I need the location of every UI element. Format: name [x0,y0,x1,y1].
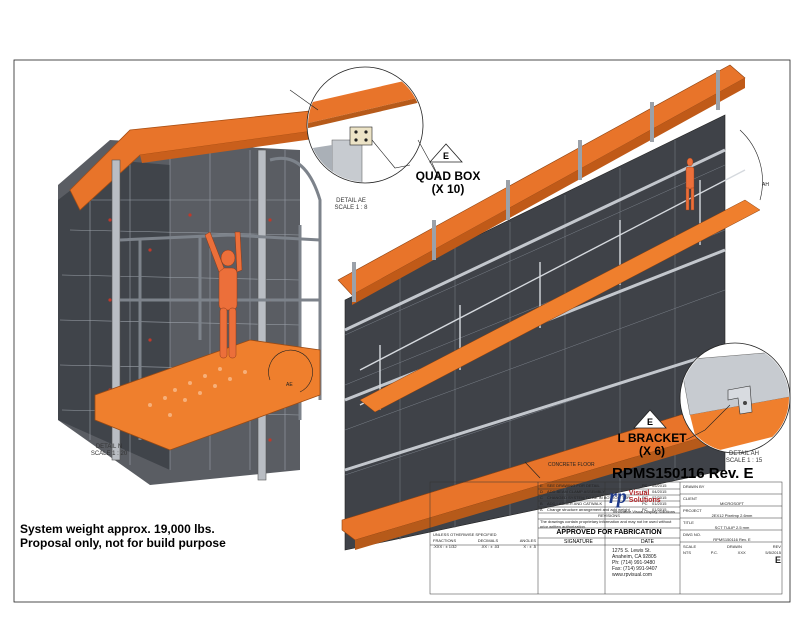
drawn-value: P.C. [710,550,718,555]
logo-visual-text: Visual [628,490,650,497]
detail-n-caption: DETAIL N SCALE 1 : 20 [84,444,134,458]
date-label: DATE [640,539,654,545]
company-logo: rp Visual Solutions Innovative Visual Di… [609,486,679,514]
logo-solutions-text: Solutions [628,497,661,504]
drawing-number-value: RPMS150116 Rev. E [713,537,751,542]
mannequin-figure [204,231,243,359]
circle-tag-ah: AH [762,182,769,188]
l-bracket-part [727,385,753,415]
fax-line: Fax: (714) 991-9407 [612,566,658,572]
project-value: 2EX12 Pixelmp 2.6mm [711,513,753,518]
drawn-by-label: DRAWN BY [683,484,705,489]
disclaimer-text: The drawings contain proprietary informa… [540,519,672,528]
website-line: www.rpvisual.com [612,572,653,578]
detail-ae-caption: DETAIL AE SCALE 1 : 8 [326,198,376,212]
revisions-header: REVISIONS [598,513,620,518]
phone-line: Ph: (714) 991-9480 [612,560,656,566]
title-value: SCT TULIP 2.5 mm [714,525,750,530]
address-line: 1275 S. Lewis St. [612,548,651,554]
tolerance-block: UNLESS OTHERWISE SPECIFIED FRACTIONS DEC… [433,532,536,549]
revision-row: B ADD LADDER AND CATWALK PC 01/2015 [540,501,667,506]
signature-label: SIGNATURE [564,539,593,545]
revision-marker-quad-box: E [429,143,463,163]
revision-row: D ADD BEAM CLAMP ASSEMBLY PC 04/2015 [540,489,667,494]
drawn-label: DRAWN [726,544,742,549]
tolerance-value: X : ± .5 [523,544,536,549]
company-tagline: Innovative Visual Display Solutions [613,509,675,514]
system-notes: System weight approx. 19,000 lbs. Propos… [20,522,226,550]
sheet-rev-value: E [774,555,781,565]
quad-box-label: QUAD BOX [415,169,481,183]
revision-marker-l-bracket-letter: E [647,417,653,427]
l-bracket-quantity: (X 6) [638,444,665,458]
scale-value: NTS [683,550,691,555]
detail-n-view [58,109,322,485]
sheet-label: REV [772,544,781,549]
project-label: PROJECT [683,508,702,513]
detail-ah-scale: SCALE 1 : 15 [725,458,763,464]
logo-rp-letters: rp [609,486,627,508]
checked-value: XXX [737,550,746,555]
l-bracket-callout: L BRACKET (X 6) [612,432,692,458]
proposal-note: Proposal only, not for build purpose [20,536,226,550]
quad-box-callout: QUAD BOX (X 10) [408,170,488,196]
client-value: MICROSOFT [720,501,744,506]
address-line: Anaheim, CA 92805 [612,554,657,560]
revision-table: E SEE DRAWING FOR DETAIL PC 05/2015 D AD… [540,483,678,528]
tolerance-col: DECIMALS [477,538,499,543]
title-fields: DRAWN BY CLIENT MICROSOFT PROJECT 2EX12 … [683,484,781,565]
revision-row: C CHANGED SYSTEM TO BE IN BOTTOM TOP PC … [540,495,667,500]
detail-n-scale: SCALE 1 : 20 [90,451,128,457]
client-label: CLIENT [683,496,698,501]
date-value: 5/5/2015 [765,550,781,555]
drawing-number-label: DWG NO. [683,532,701,537]
company-address: 1275 S. Lewis St. Anaheim, CA 92805 Ph: … [612,548,678,578]
title-block-frame [429,481,783,595]
system-weight-note: System weight approx. 19,000 lbs. [20,522,215,536]
approval-block: APPROVED FOR FABRICATION SIGNATURE DATE [540,529,678,545]
revision-marker-l-bracket: E [633,409,667,429]
detail-ae-scale: SCALE 1 : 8 [334,205,368,211]
detail-n-title: DETAIL N [95,444,123,450]
drawing-number-title: RPMS150116 Rev. E [612,465,754,482]
tolerance-col: ANGLES [519,538,536,543]
revision-row: E SEE DRAWING FOR DETAIL PC 05/2015 [540,483,667,488]
approved-for-fabrication: APPROVED FOR FABRICATION [556,529,662,536]
revision-marker-quad-box-letter: E [443,151,449,161]
detail-ah-caption: DETAIL AH SCALE 1 : 15 [716,451,772,465]
quad-box-quantity: (X 10) [431,182,465,196]
detail-ah-view [679,129,791,454]
tolerance-value: .XXX : ± 1/32 [433,544,457,549]
quad-box-part [349,126,373,146]
title-label: TITLE [683,520,694,525]
l-bracket-label: L BRACKET [617,431,687,445]
detail-ae-title: DETAIL AE [336,198,366,204]
tolerance-col: FRACTIONS [433,538,457,543]
revision-row: A Change structure arrangement and add w… [540,507,667,512]
tolerance-header: UNLESS OTHERWISE SPECIFIED [433,532,497,537]
concrete-floor-label: CONCRETE FLOOR [548,462,595,468]
detail-ah-title: DETAIL AH [728,451,759,457]
scale-label: SCALE [683,544,697,549]
circle-tag-ae: AE [286,382,293,388]
tolerance-value: .XX : ± .03 [480,544,500,549]
drawing-border [13,59,791,603]
main-wall-view [337,64,761,551]
